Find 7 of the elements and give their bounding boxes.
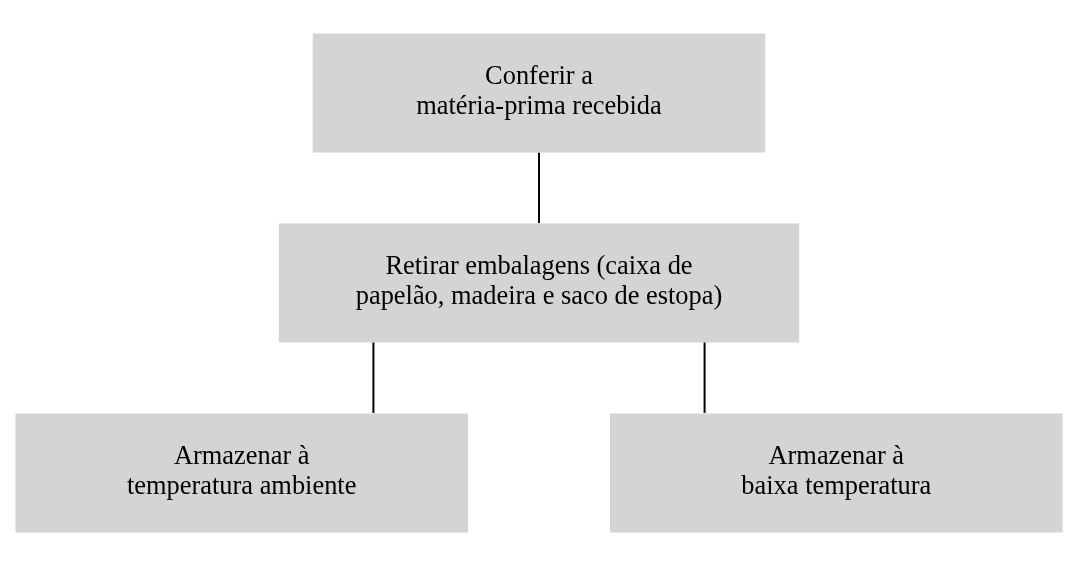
connector bbox=[538, 151, 540, 224]
node-box: Armazenar à temperatura ambiente bbox=[15, 413, 468, 533]
connector bbox=[372, 341, 375, 414]
node-box: Conferir a matéria-prima recebida bbox=[312, 33, 766, 153]
node-box: Armazenar à baixa temperatura bbox=[610, 413, 1063, 533]
node-box: Retirar embalagens (caixa de papelão, madeira e saco de estopa) bbox=[278, 223, 800, 343]
connector bbox=[703, 341, 706, 414]
